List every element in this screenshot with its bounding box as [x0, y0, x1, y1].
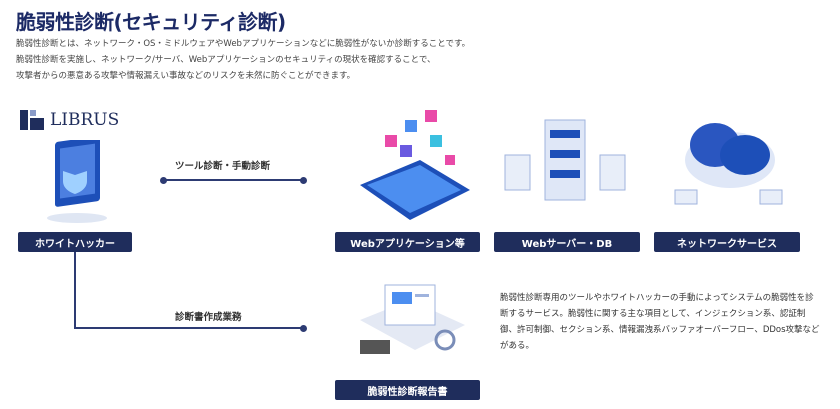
white-hacker-icon: [47, 140, 107, 223]
target-web-application[interactable]: Webアプリケーション等: [335, 232, 480, 252]
logo-icon: [20, 110, 44, 130]
white-hacker-button[interactable]: ホワイトハッカー: [18, 232, 132, 252]
flow-label-tool-manual: ツール診断・手動診断: [175, 161, 271, 172]
report-document-icon: [360, 284, 465, 354]
flow-connector: [163, 179, 303, 181]
intro-line-1: 脆弱性診断とは、ネットワーク・OS・ミドルウェアやWebアプリケーションなどに脆…: [16, 39, 471, 49]
connector-dot: [160, 176, 167, 184]
report-connector-horizontal: [74, 327, 304, 329]
connector-dot: [300, 176, 307, 184]
flow-label-report: 診断書作成業務: [175, 312, 242, 323]
target-network-service[interactable]: ネットワークサービス: [654, 232, 800, 252]
librus-logo: LIBRUS: [20, 110, 119, 130]
connector-dot: [300, 324, 307, 332]
target-web-server-db[interactable]: Webサーバー・DB: [494, 232, 640, 252]
page-title: 脆弱性診断(セキュリティ診断): [16, 10, 286, 34]
service-description: 脆弱性診断専用のツールやホワイトハッカーの手動によってシステムの脆弱性を診断する…: [500, 293, 820, 351]
web-application-icon: [360, 110, 470, 220]
intro-line-3: 攻撃者からの悪意ある攻撃や情報漏えい事故などのリスクを未然に防ぐことができます。: [16, 71, 356, 81]
intro-line-2: 脆弱性診断を実施し、ネットワーク/サーバ、Webアプリケーションのセキュリティの…: [16, 55, 436, 65]
vulnerability-report-button[interactable]: 脆弱性診断報告書: [335, 380, 480, 400]
web-server-db-icon: [504, 119, 626, 201]
network-service-icon: [674, 123, 783, 205]
report-connector-vertical: [74, 252, 76, 328]
